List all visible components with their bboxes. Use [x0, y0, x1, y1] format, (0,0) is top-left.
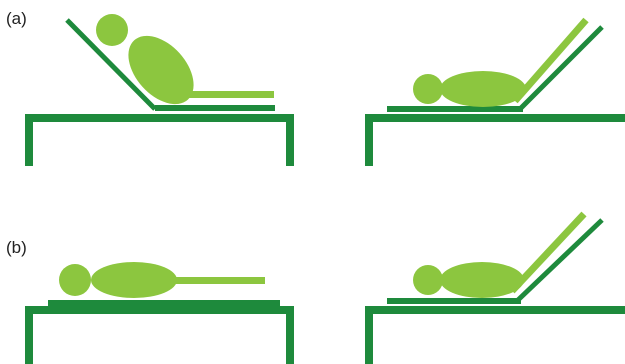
raised-legs: [512, 214, 584, 291]
bed-left-leg: [25, 306, 33, 364]
bed-frame: [25, 114, 294, 166]
bed-left-leg: [25, 114, 33, 166]
bed-frame: [365, 306, 625, 364]
bed-top: [365, 306, 625, 314]
bed-left-leg: [365, 114, 373, 166]
bed-left-leg: [365, 306, 373, 364]
legs: [172, 277, 265, 284]
head: [59, 264, 91, 296]
torso: [116, 24, 207, 117]
panel-a-label: (a): [6, 9, 27, 28]
panel-a-left-scene: [25, 14, 294, 166]
bed-right-leg: [286, 114, 294, 166]
bed-top: [25, 114, 294, 122]
bed-top: [365, 114, 625, 122]
bed-right-leg: [286, 306, 294, 364]
bed-mattress: [48, 300, 280, 307]
head: [413, 265, 443, 295]
footrest: [518, 220, 602, 300]
bed-mattress: [387, 106, 523, 112]
head: [96, 14, 128, 46]
bed-frame: [365, 114, 625, 166]
torso: [91, 262, 177, 298]
panel-b-left-scene: [25, 262, 294, 364]
legs: [178, 91, 274, 98]
footrest: [521, 27, 602, 108]
bed-top: [25, 306, 294, 314]
bed-mattress: [387, 298, 521, 304]
bed-frame: [25, 306, 294, 364]
raised-legs: [515, 20, 586, 101]
torso: [440, 262, 524, 298]
panel-b-right-scene: [365, 214, 625, 364]
torso: [440, 71, 526, 107]
panel-a-right-scene: [365, 20, 625, 166]
head: [413, 74, 443, 104]
panel-b-label: (b): [6, 238, 27, 257]
bed-mattress: [155, 105, 275, 111]
